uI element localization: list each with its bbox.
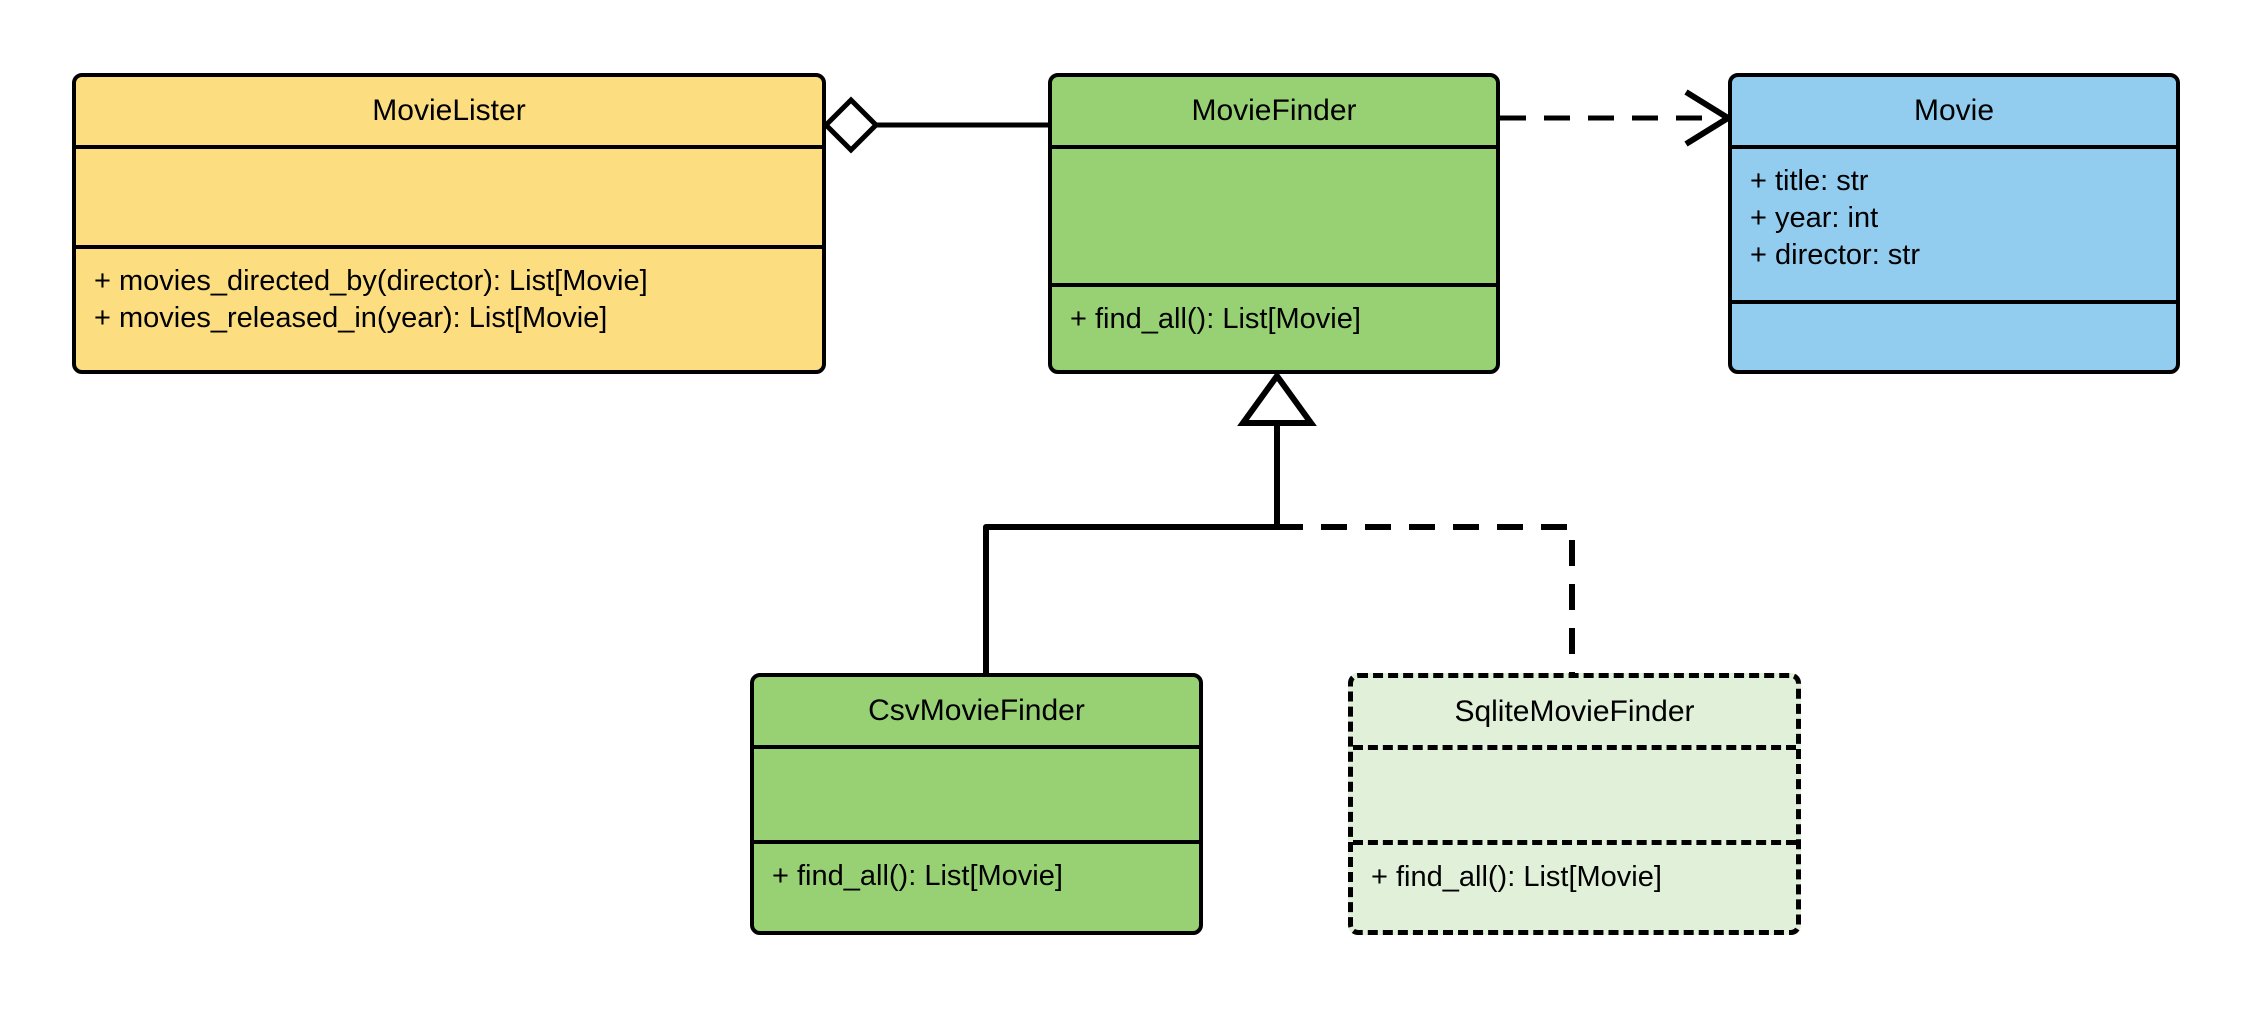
class-attributes-csv-movie-finder <box>754 749 1199 844</box>
edge-generalization-trunk <box>1237 370 1317 527</box>
class-name-csv-movie-finder: CsvMovieFinder <box>754 677 1199 749</box>
open-arrow-icon <box>1684 89 1734 147</box>
class-operations-sqlite-movie-finder: + find_all(): List[Movie] <box>1353 845 1796 906</box>
class-box-movie-finder[interactable]: MovieFinder + find_all(): List[Movie] <box>1048 73 1500 374</box>
generalization-branch-csv <box>983 524 1277 673</box>
class-box-movie[interactable]: Movie + title: str + year: int + directo… <box>1728 73 2180 374</box>
class-name-movie: Movie <box>1732 77 2176 149</box>
class-box-csv-movie-finder[interactable]: CsvMovieFinder + find_all(): List[Movie] <box>750 673 1203 935</box>
class-attributes-movie: + title: str + year: int + director: str <box>1732 149 2176 304</box>
operation-row: + find_all(): List[Movie] <box>1070 303 1361 335</box>
operation-row: + movies_released_in(year): List[Movie] <box>94 302 608 335</box>
edge-generalization-sqlitemoviefinder <box>1277 524 1575 673</box>
class-operations-movie-finder: + find_all(): List[Movie] <box>1052 287 1496 348</box>
operation-row: + find_all(): List[Movie] <box>772 860 1063 892</box>
generalization-branch-sqlite <box>1277 524 1575 673</box>
class-attributes-movie-finder <box>1052 149 1496 287</box>
edge-generalization-csvmoviefinder <box>983 524 1277 673</box>
attribute-row: + director: str <box>1750 239 1921 272</box>
edge-dependency-moviefinder-movie <box>1500 89 1734 147</box>
class-box-sqlite-movie-finder[interactable]: SqliteMovieFinder + find_all(): List[Mov… <box>1348 673 1801 935</box>
class-name-movie-finder: MovieFinder <box>1052 77 1496 149</box>
class-box-movie-lister[interactable]: MovieLister + movies_directed_by(directo… <box>72 73 826 374</box>
operation-row: + movies_directed_by(director): List[Mov… <box>94 265 648 297</box>
attribute-row: + year: int <box>1750 202 1879 235</box>
class-attributes-sqlite-movie-finder <box>1353 750 1796 845</box>
class-attributes-movie-lister <box>76 149 822 249</box>
operation-row: + find_all(): List[Movie] <box>1371 861 1662 893</box>
class-name-sqlite-movie-finder: SqliteMovieFinder <box>1353 678 1796 750</box>
hollow-diamond-icon <box>822 96 880 154</box>
edge-aggregation-movielister-moviefinder <box>822 96 1048 154</box>
attribute-row: + title: str <box>1750 165 1869 197</box>
class-operations-csv-movie-finder: + find_all(): List[Movie] <box>754 844 1199 905</box>
class-name-movie-lister: MovieLister <box>76 77 822 149</box>
hollow-triangle-icon <box>1237 370 1317 426</box>
class-operations-movie-lister: + movies_directed_by(director): List[Mov… <box>76 249 822 347</box>
